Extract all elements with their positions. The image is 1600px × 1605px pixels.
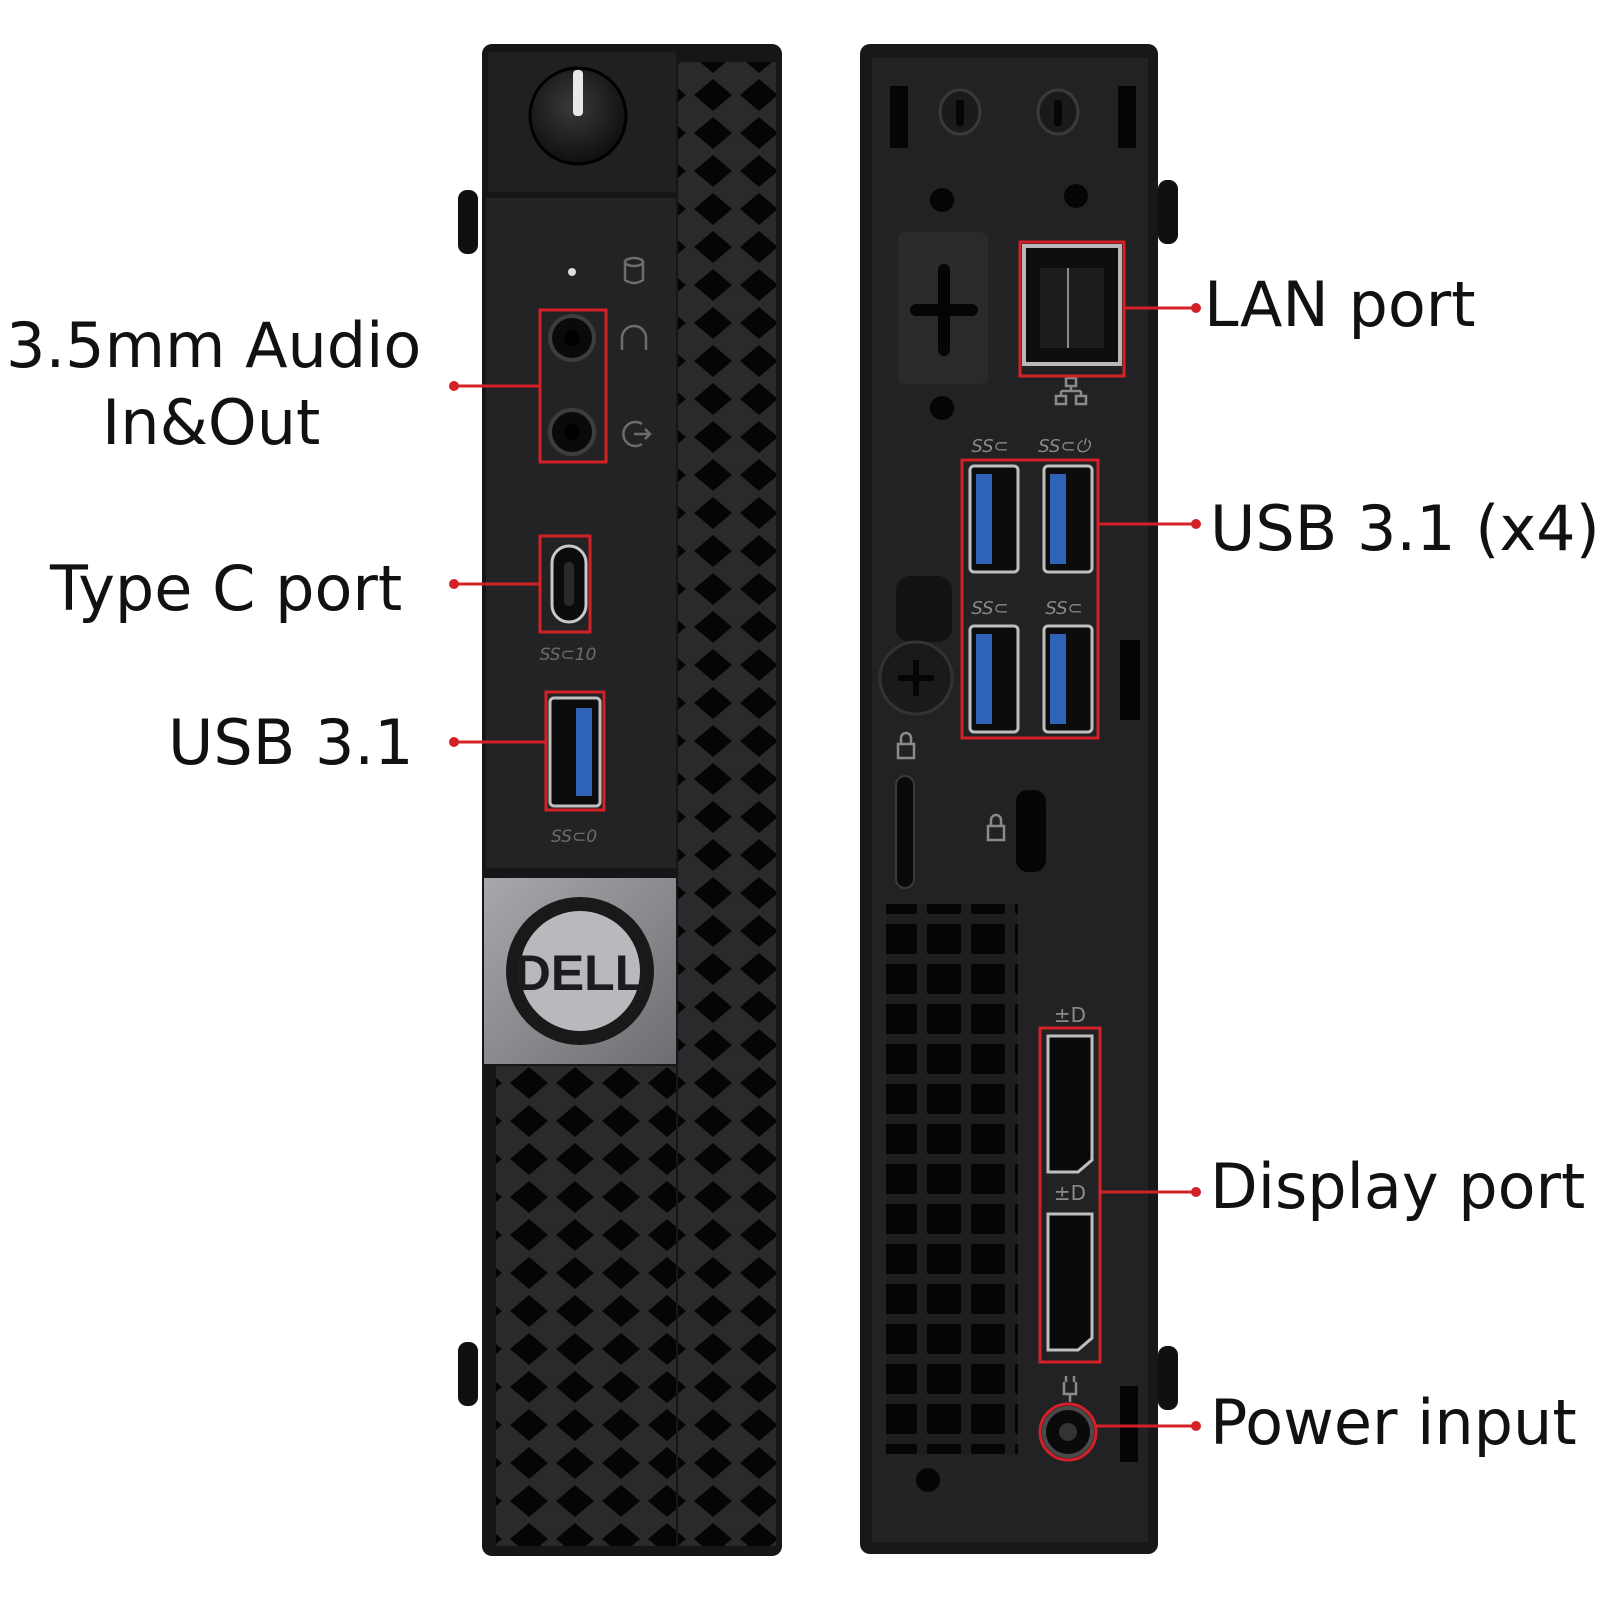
audio-label-line1: 3.5mm Audio (6, 309, 422, 382)
callout-markers (454, 240, 1196, 1462)
svg-text:SS⊂: SS⊂ (971, 436, 1008, 457)
typec-label: Type C port (50, 552, 403, 625)
usb-front-callout-box (544, 690, 606, 812)
svg-text:SS⊂: SS⊂ (971, 598, 1008, 619)
usb-rear-callout-box (960, 458, 1100, 740)
power-plug-icon (1062, 1376, 1078, 1402)
display-callout-box (1038, 1026, 1102, 1364)
audio-label: 3.5mm Audio (6, 307, 422, 385)
front-chassis: SS⊂10 SS⊂0 DELL (458, 44, 782, 1556)
headset-icon (620, 324, 648, 350)
line-out-icon (622, 420, 652, 448)
power-callout-ring (1038, 1402, 1098, 1462)
drive-activity-icon (623, 256, 645, 285)
usb-rear-label: USB 3.1 (x4) (1210, 492, 1600, 565)
svg-text:SS⊂0: SS⊂0 (551, 827, 597, 847)
power-label: Power input (1210, 1386, 1577, 1459)
svg-text:SS⊂: SS⊂ (1045, 598, 1082, 619)
audio-label-line2: In&Out (102, 386, 321, 459)
superspeed-usb-icon: SS⊂10 (540, 645, 597, 665)
usb-front-label: USB 3.1 (168, 706, 414, 779)
rear-chassis: SS⊂ SS⊂⏻ SS⊂ SS⊂ ±D ±D (860, 44, 1178, 1554)
kensington-lock-icon (986, 813, 1006, 842)
callout-dots (449, 303, 1201, 1431)
display-label: Display port (1210, 1150, 1586, 1223)
svg-text:SS⊂⏻: SS⊂⏻ (1038, 436, 1091, 457)
dell-logo: DELL (515, 945, 646, 1001)
lan-label: LAN port (1204, 268, 1476, 341)
lock-icon (896, 731, 916, 760)
svg-text:±D: ±D (1054, 1181, 1086, 1205)
network-icon (1054, 376, 1088, 406)
displayport-icon: ±D (1054, 1003, 1086, 1027)
